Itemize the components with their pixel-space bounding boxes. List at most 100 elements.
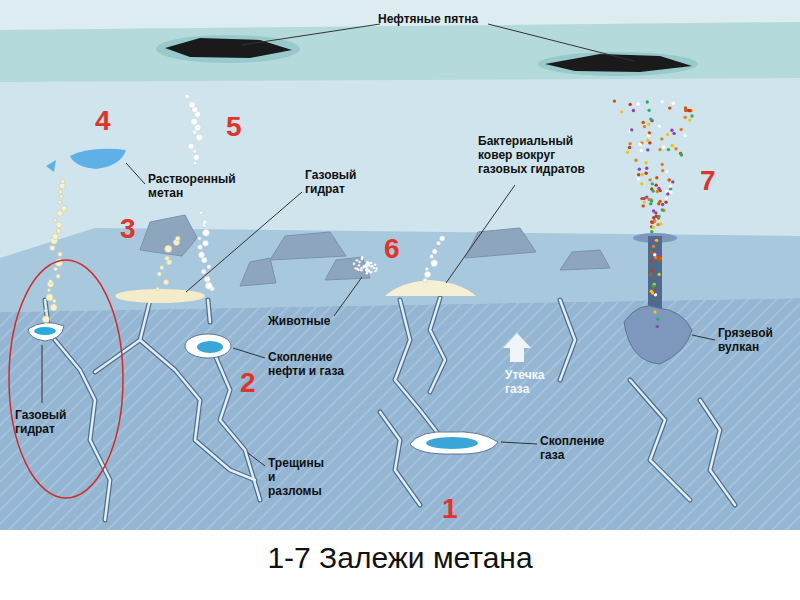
- plume-particle: [643, 200, 646, 203]
- plume-particle: [644, 161, 647, 164]
- animal-dot: [366, 262, 368, 264]
- bubble: [189, 101, 196, 108]
- plume-particle: [667, 178, 670, 181]
- animal-dot: [356, 259, 358, 261]
- plume-particle: [639, 143, 642, 146]
- callout-number: 5: [226, 112, 242, 142]
- callout-number: 3: [120, 214, 136, 244]
- animal-dot: [354, 267, 356, 269]
- plume-particle: [657, 215, 660, 218]
- plume-particle: [658, 148, 661, 151]
- plume-particle: [626, 151, 629, 154]
- leader-lines: [42, 24, 715, 466]
- plume-particle: [652, 285, 655, 288]
- bubble: [203, 240, 209, 246]
- plume-particle: [658, 124, 661, 127]
- bubble: [160, 266, 164, 270]
- plume-particle: [638, 168, 641, 171]
- animal-dot: [370, 265, 372, 267]
- plume-particle: [644, 172, 647, 175]
- plume-particle: [652, 239, 655, 242]
- bubble: [440, 236, 445, 241]
- bubble: [57, 210, 63, 216]
- bubble: [46, 294, 53, 301]
- text-label: Животные: [268, 314, 331, 328]
- text-label: Скопление нефти и газа: [268, 350, 363, 378]
- callout-number: 6: [384, 234, 400, 264]
- plume-particle: [680, 153, 683, 156]
- plume-particle: [672, 132, 675, 135]
- bubble: [58, 190, 62, 194]
- plume-particle: [648, 131, 651, 134]
- dissolved-methane: [70, 149, 126, 169]
- plume-particle: [658, 258, 661, 261]
- callout-number: 4: [95, 106, 111, 136]
- plume-particle: [640, 149, 643, 152]
- plume-particle: [684, 106, 687, 109]
- bubble-column: [423, 236, 445, 283]
- plume-particle: [652, 226, 655, 229]
- bubble: [185, 94, 190, 99]
- plume-particle: [613, 99, 616, 102]
- text-label: Бактериальный ковер вокруг газовых гидра…: [478, 134, 596, 176]
- animal-dot: [365, 264, 367, 266]
- bubble: [175, 236, 180, 241]
- plume-particle: [650, 251, 653, 254]
- plume-particle: [688, 118, 691, 121]
- bubble: [204, 276, 210, 282]
- bubble: [432, 249, 437, 254]
- bubble: [54, 267, 58, 271]
- animal-dot: [358, 261, 360, 263]
- plume-particle: [637, 173, 640, 176]
- bubble: [203, 229, 210, 236]
- plume-particle: [661, 169, 664, 172]
- bubble: [52, 234, 58, 240]
- bubble: [198, 237, 201, 240]
- bubble: [207, 265, 211, 269]
- animal-dot: [361, 258, 363, 260]
- hydrate-lens: [28, 323, 64, 341]
- sea-surface: [0, 22, 800, 82]
- bubble: [193, 154, 199, 160]
- leak-arrow: [503, 333, 531, 362]
- plume-particle: [628, 103, 631, 106]
- plume-particle: [661, 208, 664, 211]
- plume-particle: [660, 100, 663, 103]
- plume-particle: [657, 273, 660, 276]
- plume-particle: [668, 106, 671, 109]
- plume-particle: [667, 148, 670, 151]
- bubble: [193, 162, 196, 165]
- plume-particle: [650, 289, 653, 292]
- plume-particle: [666, 192, 669, 195]
- caption-ground: [0, 530, 800, 600]
- mud-volcano: [624, 233, 692, 364]
- bubble: [157, 272, 161, 276]
- plume-particle: [651, 189, 654, 192]
- animal-dot: [365, 264, 367, 266]
- plume-particle: [650, 230, 653, 233]
- bubble: [50, 304, 57, 311]
- plume-particle: [640, 197, 643, 200]
- bubble: [163, 279, 168, 284]
- bubble: [205, 282, 212, 289]
- plume-particle: [661, 163, 664, 166]
- bubble: [156, 287, 159, 290]
- bubble: [191, 118, 198, 125]
- text-label: Трещины и разломы: [268, 456, 330, 498]
- text-label: Газовый гидрат: [305, 168, 365, 196]
- plume-particle: [640, 182, 643, 185]
- bubble: [193, 149, 197, 153]
- bubble-column: [185, 94, 215, 291]
- plume-particle: [690, 114, 693, 117]
- gas-accumulation: [410, 432, 498, 454]
- plume-particle: [672, 101, 675, 104]
- plume-particle: [645, 195, 648, 198]
- plume-particle: [649, 273, 652, 276]
- plume-particle: [650, 220, 653, 223]
- animal-dot: [374, 263, 376, 265]
- plume-particle: [658, 252, 661, 255]
- plume-particle: [671, 180, 674, 183]
- plume-particle: [656, 223, 659, 226]
- bubble: [199, 211, 203, 215]
